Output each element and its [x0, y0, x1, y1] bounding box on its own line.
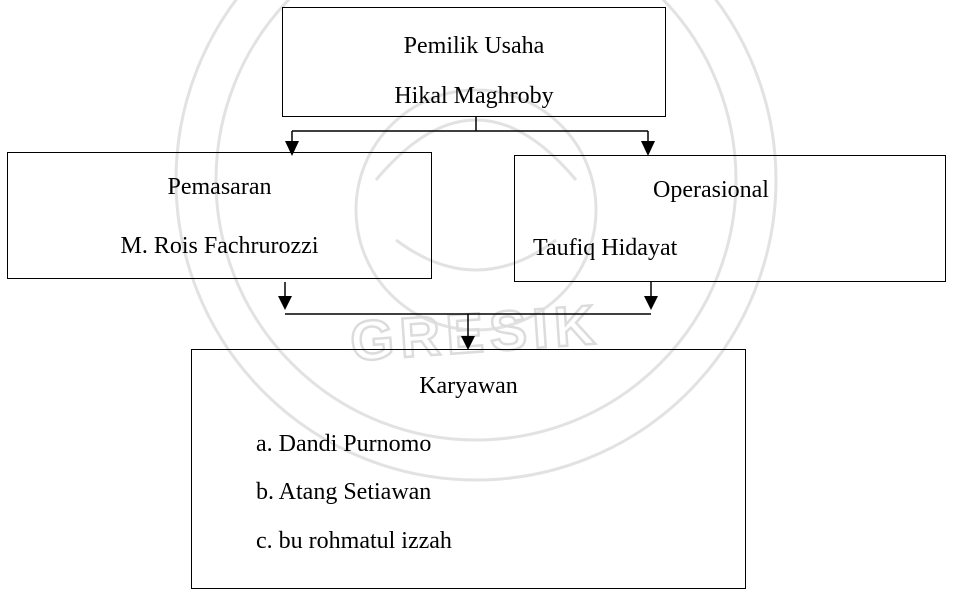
arrow-to-operasional — [641, 141, 655, 156]
employees-role: Karyawan — [419, 373, 518, 399]
operations-box: Operasional Taufiq Hidayat — [514, 155, 946, 282]
employee-item: c. bu rohmatul izzah — [256, 528, 452, 554]
operations-role: Operasional — [653, 177, 769, 203]
employee-item: a. Dandi Purnomo — [256, 431, 432, 457]
marketing-box: Pemasaran M. Rois Fachrurozzi — [7, 152, 432, 279]
marketing-name: M. Rois Fachrurozzi — [120, 233, 319, 259]
connector-lines — [278, 116, 658, 350]
marketing-role: Pemasaran — [167, 174, 272, 200]
arrow-to-karyawan — [461, 336, 475, 350]
owner-role: Pemilik Usaha — [403, 33, 545, 59]
owner-name: Hikal Maghroby — [394, 83, 554, 109]
arrow-from-pemasaran — [278, 296, 292, 310]
owner-box: Pemilik Usaha Hikal Maghroby — [282, 7, 666, 117]
arrow-from-operasional — [644, 296, 658, 310]
arrow-to-pemasaran — [285, 141, 299, 156]
operations-name: Taufiq Hidayat — [533, 235, 678, 261]
employees-box: Karyawan a. Dandi Purnomo b. Atang Setia… — [191, 349, 746, 589]
employee-item: b. Atang Setiawan — [256, 479, 432, 505]
